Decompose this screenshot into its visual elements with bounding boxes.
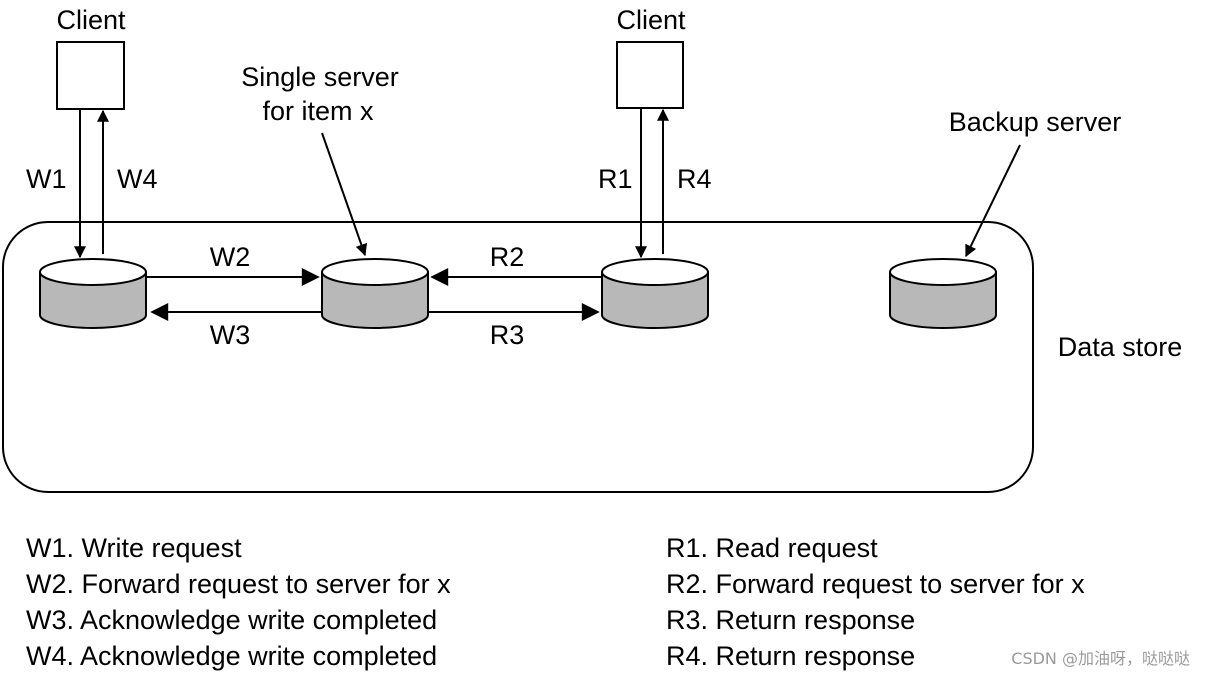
disk-backup-server bbox=[889, 258, 997, 329]
legend-read-item: R2. Forward request to server for x bbox=[666, 569, 1085, 599]
pointer-single-server bbox=[321, 132, 368, 257]
client-left-box bbox=[56, 41, 125, 110]
disk-right bbox=[601, 258, 709, 329]
legend-read-item: R1. Read request bbox=[666, 533, 878, 563]
watermark: CSDN @加油呀，哒哒哒 bbox=[1011, 649, 1190, 668]
legend-write-item: W4. Acknowledge write completed bbox=[26, 641, 437, 671]
client-left-label: Client bbox=[56, 5, 126, 35]
arrow-w3-label: W3 bbox=[210, 320, 251, 350]
data-store-label: Data store bbox=[1058, 332, 1183, 362]
arrow-w4-label: W4 bbox=[117, 164, 158, 194]
legend-read-item: R3. Return response bbox=[666, 605, 915, 635]
backup-server-label: Backup server bbox=[949, 107, 1122, 137]
single-server-label-line2: for item x bbox=[262, 96, 374, 126]
data-store-boundary bbox=[2, 221, 1034, 493]
legend-write-item: W3. Acknowledge write completed bbox=[26, 605, 437, 635]
legend-write-item: W1. Write request bbox=[26, 533, 242, 563]
arrow-r4-label: R4 bbox=[677, 164, 712, 194]
client-right-label: Client bbox=[616, 5, 686, 35]
arrow-r3-label: R3 bbox=[490, 320, 525, 350]
single-server-label-line1: Single server bbox=[241, 62, 399, 92]
arrow-w2-label: W2 bbox=[210, 242, 251, 272]
disk-left bbox=[39, 258, 147, 329]
legend-read-item: R4. Return response bbox=[666, 641, 915, 671]
arrow-w1-label: W1 bbox=[26, 164, 67, 194]
pointer-backup-server bbox=[965, 144, 1021, 258]
legend-write-item: W2. Forward request to server for x bbox=[26, 569, 451, 599]
disk-single-server bbox=[321, 258, 429, 329]
arrow-r1-label: R1 bbox=[598, 164, 633, 194]
client-right-box bbox=[616, 41, 684, 109]
arrow-r2-label: R2 bbox=[490, 242, 525, 272]
